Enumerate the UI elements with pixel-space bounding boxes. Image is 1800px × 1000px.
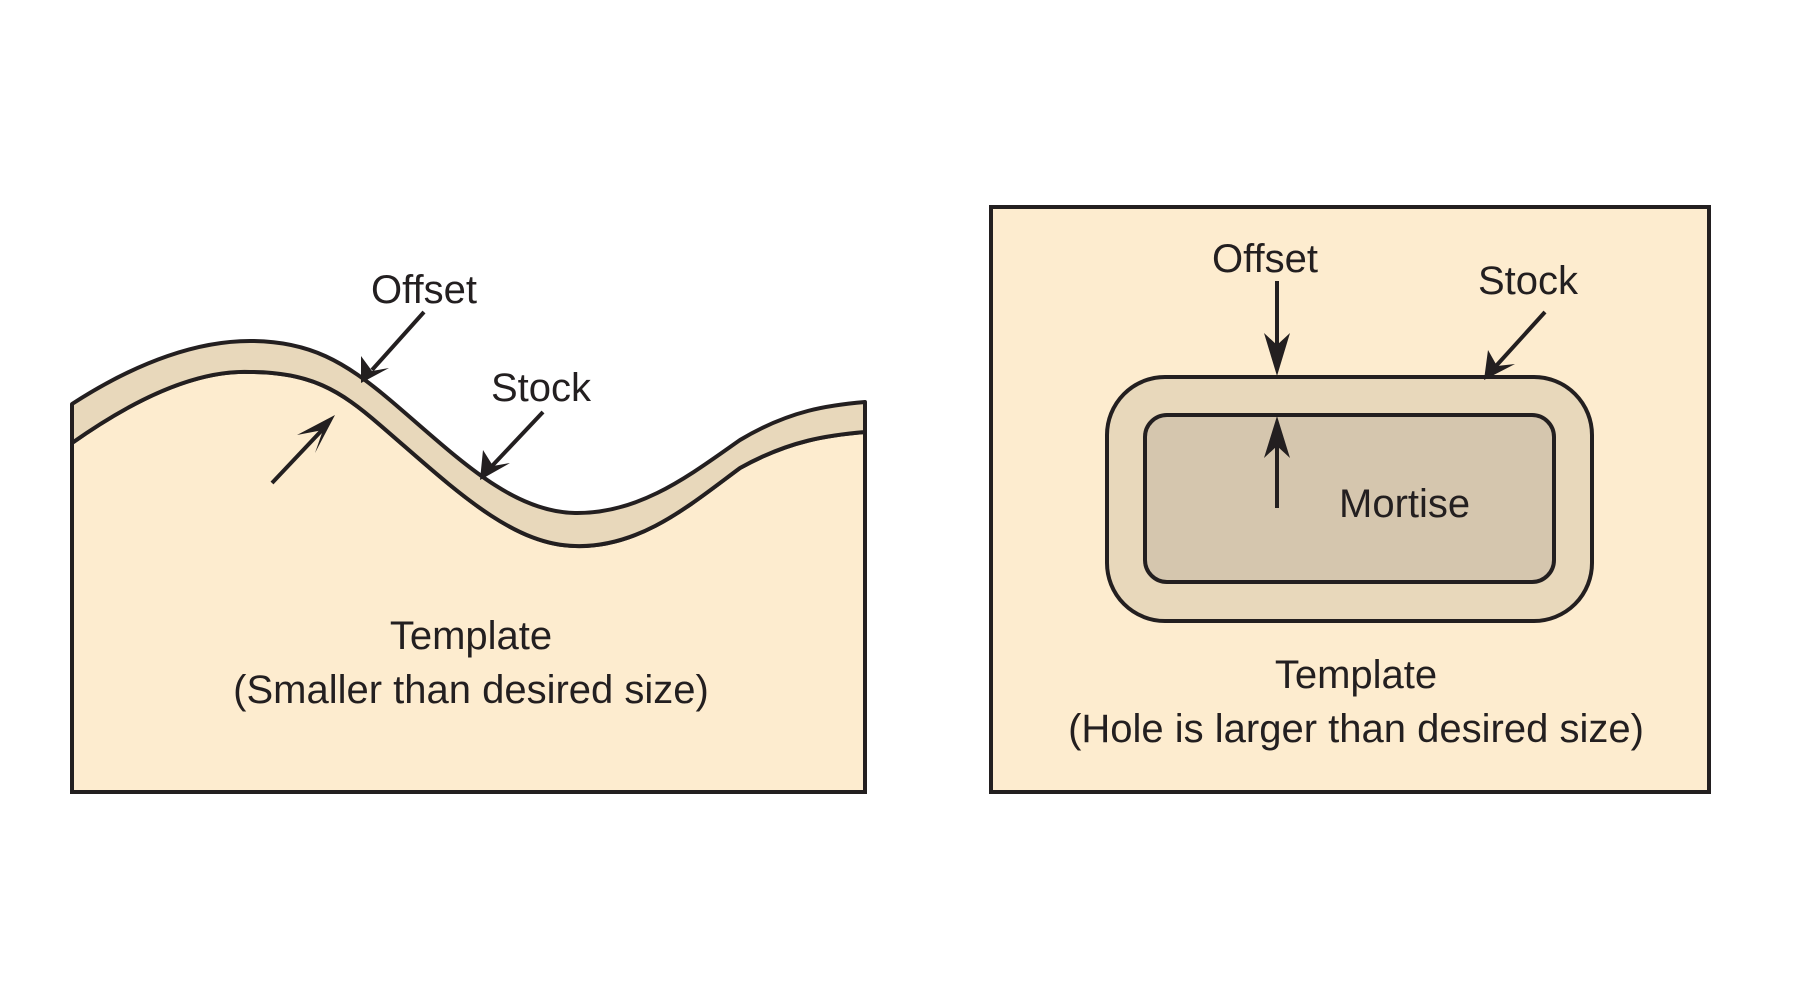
right-offset-label: Offset: [1212, 237, 1318, 281]
right-stock-label: Stock: [1478, 259, 1579, 303]
right-caption-line2: (Hole is larger than desired size): [1068, 707, 1644, 751]
left-offset-label: Offset: [371, 268, 477, 312]
left-stock-band: [70, 339, 867, 549]
right-offset-inner-arrow: [1264, 416, 1290, 508]
right-figure: Offset Stock Mortise Template (Hole is l…: [989, 205, 1711, 794]
left-figure: Offset Stock Template (Smaller than desi…: [70, 268, 867, 794]
right-offset-arrow: [1264, 281, 1290, 376]
right-caption-line1: Template: [1275, 653, 1437, 697]
left-offset-inner-arrow: [270, 415, 335, 485]
left-caption-line2: (Smaller than desired size): [233, 668, 709, 712]
left-offset-arrow: [361, 310, 426, 383]
left-stock-label: Stock: [491, 366, 592, 410]
mortise-label: Mortise: [1339, 482, 1470, 526]
mortise-hole: [1143, 413, 1556, 584]
left-stock-arrow: [480, 410, 545, 480]
right-stock-arrow: [1484, 310, 1547, 380]
left-caption-line1: Template: [390, 614, 552, 658]
